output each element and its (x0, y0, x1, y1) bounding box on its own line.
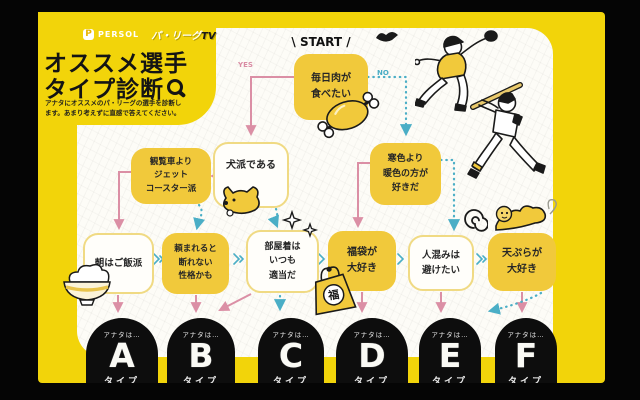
persol-logo-icon: P (83, 29, 94, 40)
lucky-bag-character: 福 (326, 287, 340, 303)
question-tempura: 天ぷらが 大好き (488, 233, 556, 291)
question-line: 好きだ (391, 183, 419, 194)
persol-logo-text: PERSOL (98, 30, 140, 39)
arrow-coaster-to-rice (113, 171, 131, 231)
result-prefix: アナタは… (353, 331, 391, 339)
result-prefix: アナタは… (182, 331, 220, 339)
question-line: 暖色の方が (382, 168, 428, 179)
result-prefix: アナタは… (103, 331, 141, 339)
result-suffix: タイプ (353, 376, 390, 387)
baseball-players-illustration (415, 30, 546, 179)
chevron-icon (318, 253, 326, 265)
question-line: ジェット (153, 170, 188, 181)
sparkle-icon (282, 210, 319, 239)
question-line: 大好き (347, 263, 377, 274)
result-prefix: アナタは… (431, 331, 469, 339)
question-line: 大好き (507, 264, 537, 275)
question-line: 天ぷらが (502, 248, 542, 259)
question-warm-color: 寒色より 暖色の方が 好きだ (370, 143, 441, 205)
question-crowd: 人混みは 避けたい (408, 235, 474, 291)
question-line: 断れない (178, 257, 213, 268)
question-line: 人混みは (421, 249, 460, 261)
subtitle-line1: アナタにオススメのパ・リーグの選手を診断し (45, 99, 182, 107)
title-block (38, 12, 216, 125)
brand-row: P PERSOL パ・リーグTV (83, 27, 216, 42)
batter-illustration (467, 82, 546, 179)
result-suffix: タイプ (103, 376, 140, 387)
arrow-color-to-crowd (439, 158, 461, 232)
meat-icon (317, 91, 380, 139)
question-line: 犬派である (226, 160, 276, 171)
arrow-tempura-to-e (487, 291, 543, 315)
arrow-roomwear-to-b (218, 293, 252, 311)
pitcher-illustration (415, 30, 498, 112)
dog-icon (222, 186, 260, 217)
start-label: \ START / (291, 35, 351, 49)
result-suffix: タイプ (182, 376, 219, 387)
question-line: 食べたい (311, 89, 351, 100)
question-line: 頼まれると (174, 244, 217, 255)
spiral-doodle-icon (464, 209, 488, 232)
question-line: コースター派 (145, 183, 197, 194)
page-title-line2: タイプ診断 (44, 70, 183, 104)
question-line: 適当だ (268, 270, 296, 281)
result-letter: D (358, 336, 386, 375)
chevron-icon (476, 253, 488, 265)
question-line: 朝はご飯派 (94, 257, 143, 269)
bottom-frame-bar (0, 383, 640, 400)
page-title-line2-text: タイプ診断 (44, 77, 164, 103)
question-refuse: 頼まれると 断れない 性格かも (162, 233, 229, 294)
chevron-icon (397, 253, 405, 265)
arrow-start-yes (245, 76, 294, 137)
pltv-text: パ・リーグ (151, 31, 202, 42)
result-letter: E (438, 336, 462, 375)
result-letter: B (188, 336, 214, 375)
rice-bowl-icon (63, 263, 111, 306)
question-line: 避けたい (421, 265, 460, 276)
result-letter: C (278, 336, 304, 375)
tempura-shrimp-icon (495, 199, 557, 231)
question-line: 福袋が (347, 247, 377, 258)
arrow-coaster-to-refuse (193, 203, 206, 231)
no-label: NO (377, 69, 389, 77)
chevron-icon (233, 253, 245, 265)
result-suffix: タイプ (272, 376, 309, 387)
question-line: 観覧車より (149, 156, 193, 167)
lucky-bag-icon: 福 (314, 266, 357, 316)
question-coaster: 観覧車より ジェット コースター派 (131, 148, 211, 204)
arrow-dog-to-roomwear (267, 207, 279, 229)
no-arrows (193, 75, 543, 315)
question-line: 性格かも (178, 271, 213, 282)
result-letter: F (514, 336, 538, 375)
result-suffix: タイプ (507, 376, 544, 387)
pltv-tv-text: TV (201, 31, 216, 42)
result-prefix: アナタは… (272, 331, 310, 339)
arrow-color-to-luckybag (352, 162, 370, 229)
question-line: 部屋着は (264, 241, 301, 252)
subtitle-line2: ます。あまり考えずに直感で答えてください。 (45, 108, 181, 117)
bird-scribble-icon (376, 32, 398, 42)
arrow-start-no (366, 75, 413, 137)
pacific-league-tv-logo: パ・リーグTV (151, 27, 216, 42)
page-title-line1: オススメ選手 (44, 51, 188, 77)
question-line: 毎日肉が (311, 73, 351, 84)
result-letter: A (109, 336, 135, 375)
subtitle: アナタにオススメのパ・リーグの選手を診断し ます。あまり考えずに直感で答えてくだ… (45, 99, 213, 119)
yes-label: YES (238, 61, 253, 69)
question-roomwear: 部屋着は いつも 適当だ (246, 230, 319, 293)
result-suffix: タイプ (431, 376, 468, 387)
question-line: いつも (268, 256, 296, 267)
question-line: 寒色より (387, 154, 424, 165)
magnifier-icon (167, 79, 183, 95)
result-prefix: アナタは… (507, 331, 545, 339)
